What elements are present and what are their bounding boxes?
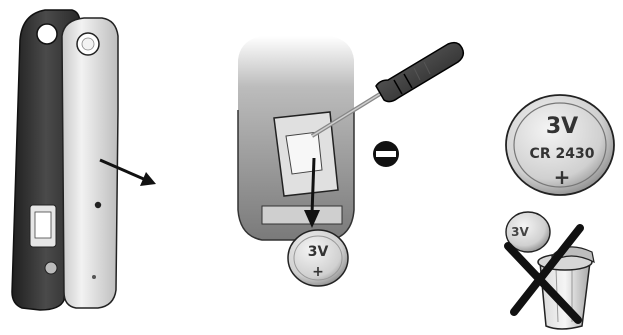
- step3-battery-disposal: 3V CR 2430 + 3V: [506, 95, 614, 329]
- battery-removed: 3V +: [288, 230, 348, 286]
- cover-screw-hole: [95, 202, 101, 208]
- step2-remove-battery: 3V +: [238, 36, 463, 286]
- battery-removed-voltage: 3V: [308, 244, 329, 260]
- remote-top-hole: [37, 24, 57, 44]
- battery-removed-polarity: +: [312, 264, 324, 280]
- battery-disposed-voltage: 3V: [511, 225, 529, 239]
- battery-large-voltage: 3V: [546, 114, 578, 139]
- step1-remote-open: [12, 10, 156, 310]
- minus-circle-icon: [373, 141, 399, 167]
- battery-large-polarity: +: [554, 165, 571, 189]
- battery-large: 3V CR 2430 +: [506, 95, 614, 195]
- battery-large-model: CR 2430: [530, 146, 595, 162]
